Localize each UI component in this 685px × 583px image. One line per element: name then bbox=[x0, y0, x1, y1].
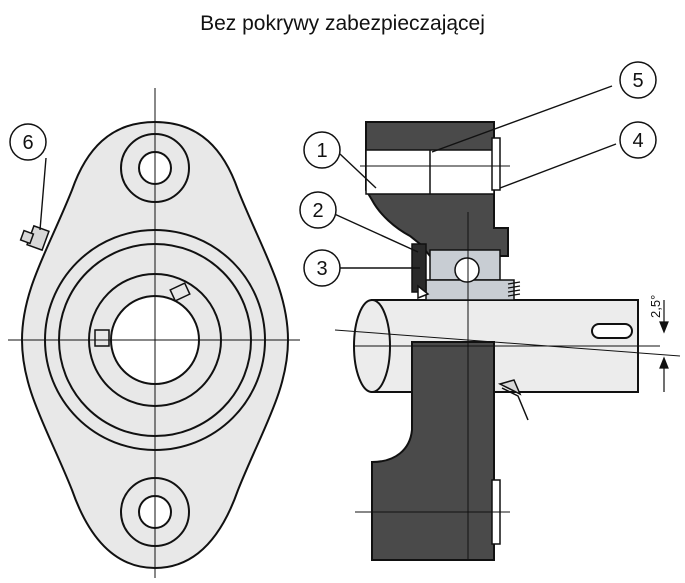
insert-set-screw bbox=[507, 281, 521, 297]
callout-2: 2 bbox=[299, 191, 337, 229]
angle-dimension bbox=[659, 300, 669, 392]
front-centerlines bbox=[8, 88, 300, 578]
callout-6: 6 bbox=[9, 123, 47, 161]
svg-text:3: 3 bbox=[316, 258, 327, 280]
upper-bolt bbox=[365, 137, 501, 195]
svg-text:1: 1 bbox=[316, 140, 327, 162]
svg-text:2: 2 bbox=[312, 200, 323, 222]
svg-text:6: 6 bbox=[22, 132, 33, 154]
svg-text:5: 5 bbox=[632, 70, 643, 92]
set-screw-top bbox=[169, 282, 191, 302]
callout-4: 4 bbox=[619, 121, 657, 159]
housing-lower bbox=[371, 341, 495, 561]
set-screw-left bbox=[94, 329, 110, 347]
callout-1: 1 bbox=[303, 131, 341, 169]
grease-nipple bbox=[19, 224, 50, 252]
bearing-inner-race bbox=[425, 279, 515, 301]
bearing-ball bbox=[454, 257, 480, 283]
upper-bolt-head bbox=[491, 137, 501, 191]
grease-nipple-section bbox=[497, 379, 529, 421]
seal-lip bbox=[417, 284, 430, 300]
diagram-title: Bez pokrywy zabezpieczającej bbox=[200, 12, 485, 35]
section-centerlines bbox=[334, 165, 681, 560]
callout-leaders bbox=[39, 85, 617, 269]
callout-5: 5 bbox=[619, 61, 657, 99]
front-view bbox=[19, 120, 290, 570]
svg-text:4: 4 bbox=[632, 130, 643, 152]
shaft-keyway bbox=[591, 323, 633, 339]
angle-label: 2,5° bbox=[648, 295, 663, 318]
callout-3: 3 bbox=[303, 249, 341, 287]
